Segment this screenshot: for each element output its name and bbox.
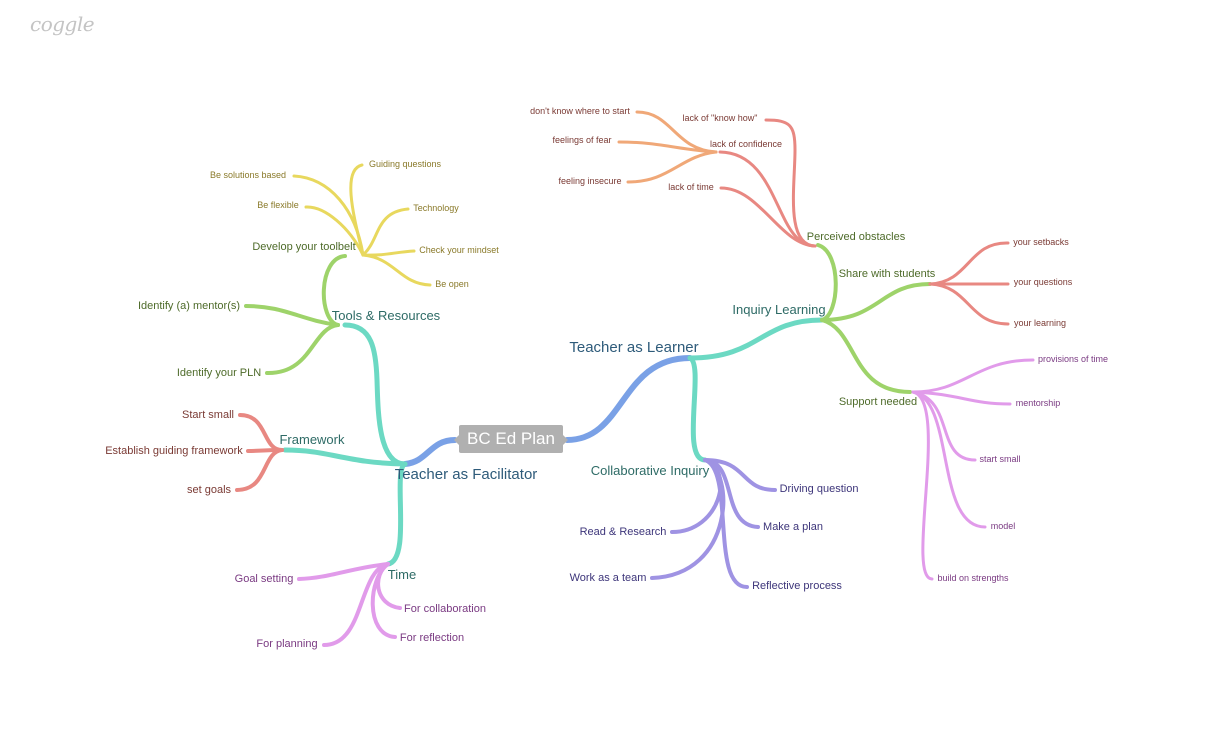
branch-support-provisions (911, 358, 1035, 394)
branch-toolbelt-technology (361, 207, 410, 257)
node-be-open[interactable]: Be open (435, 279, 469, 289)
node-start-small-2[interactable]: start small (979, 454, 1020, 464)
node-teacher-learner[interactable]: Teacher as Learner (569, 339, 698, 356)
branch-obstacles-confidence (718, 150, 817, 248)
node-model[interactable]: model (991, 521, 1016, 531)
branch-support-model (911, 390, 987, 529)
branch-toolbelt-solutions (292, 174, 365, 257)
root-connector-right (563, 435, 568, 445)
node-establish-framework[interactable]: Establish guiding framework (105, 445, 243, 457)
node-collab-inquiry[interactable]: Collaborative Inquiry (591, 463, 710, 478)
node-identify-mentor[interactable]: Identify (a) mentor(s) (138, 300, 240, 312)
branch-framework-start (238, 413, 284, 452)
node-check-mindset[interactable]: Check your mindset (419, 245, 499, 255)
node-your-setbacks[interactable]: your setbacks (1013, 237, 1069, 247)
node-reflective-process[interactable]: Reflective process (752, 580, 842, 592)
node-be-solutions[interactable]: Be solutions based (210, 170, 286, 180)
branch-collab-driving (703, 458, 777, 492)
node-be-flexible[interactable]: Be flexible (257, 200, 299, 210)
node-for-planning[interactable]: For planning (256, 638, 317, 650)
node-for-reflection[interactable]: For reflection (400, 632, 464, 644)
branch-facilitator-tools (342, 322, 408, 467)
branch-share-setbacks (928, 241, 1010, 286)
node-technology[interactable]: Technology (413, 203, 459, 213)
node-tools-resources[interactable]: Tools & Resources (332, 308, 441, 323)
node-lack-confidence[interactable]: lack of confidence (710, 139, 782, 149)
branch-tools-toolbelt (321, 254, 347, 327)
branch-learner-collab (687, 355, 708, 463)
node-work-team[interactable]: Work as a team (570, 572, 647, 584)
branch-time-goalsetting (297, 562, 390, 581)
branch-inquiry-share (820, 282, 932, 322)
node-time[interactable]: Time (388, 567, 416, 582)
node-mentorship[interactable]: mentorship (1016, 398, 1061, 408)
node-build-strengths[interactable]: build on strengths (937, 573, 1009, 583)
branch-time-reflection (370, 562, 397, 639)
branch-support-mentorship (911, 390, 1012, 406)
node-lack-time[interactable]: lack of time (668, 182, 714, 192)
node-driving-question[interactable]: Driving question (780, 483, 859, 495)
branch-tools-pln (265, 323, 340, 376)
branch-facilitator-framework (282, 447, 408, 467)
node-inquiry-learning[interactable]: Inquiry Learning (732, 302, 825, 317)
branch-collab-reflective (703, 458, 749, 589)
root-node[interactable]: BC Ed Plan (459, 425, 563, 453)
branch-inquiry-obstacles (816, 243, 838, 322)
branch-confidence-insecure (626, 150, 718, 184)
branch-obstacles-knowhow (764, 118, 817, 248)
branch-toolbelt-flexible (304, 205, 365, 257)
node-goal-setting[interactable]: Goal setting (235, 573, 294, 585)
branch-toolbelt-open (361, 253, 432, 287)
branch-confidence-fear (617, 140, 718, 154)
node-read-research[interactable]: Read & Research (580, 526, 667, 538)
branch-root-facilitator (402, 437, 458, 467)
branch-framework-goals (235, 448, 284, 492)
branch-root-learner (564, 355, 693, 443)
root-connector-left (454, 435, 459, 445)
node-for-collaboration[interactable]: For collaboration (404, 603, 486, 615)
branch-inquiry-support (820, 318, 912, 394)
node-your-questions[interactable]: your questions (1014, 277, 1073, 287)
branch-obstacles-time (719, 186, 817, 248)
node-develop-toolbelt[interactable]: Develop your toolbelt (252, 241, 355, 253)
node-guiding-questions[interactable]: Guiding questions (369, 159, 442, 169)
node-provisions-time[interactable]: provisions of time (1038, 354, 1108, 364)
node-feeling-insecure[interactable]: feeling insecure (558, 176, 621, 186)
node-share-students[interactable]: Share with students (839, 268, 936, 280)
node-framework[interactable]: Framework (279, 432, 345, 447)
node-lack-know-how[interactable]: lack of "know how" (683, 113, 758, 123)
node-perceived-obstacles[interactable]: Perceived obstacles (807, 231, 906, 243)
node-identify-pln[interactable]: Identify your PLN (177, 367, 261, 379)
branch-support-strengths (911, 390, 934, 581)
branch-tools-mentor (244, 304, 340, 327)
branch-toolbelt-mindset (361, 249, 416, 257)
node-teacher-facilitator[interactable]: Teacher as Facilitator (395, 466, 538, 483)
node-support-needed[interactable]: Support needed (839, 396, 917, 408)
branch-time-planning (322, 562, 390, 647)
node-start-small[interactable]: Start small (182, 409, 234, 421)
coggle-logo: coggle (30, 12, 95, 36)
branch-learner-inquiry (687, 317, 825, 361)
node-dont-know[interactable]: don't know where to start (530, 106, 630, 116)
node-make-plan[interactable]: Make a plan (763, 521, 823, 533)
node-set-goals[interactable]: set goals (187, 484, 232, 496)
node-your-learning[interactable]: your learning (1014, 318, 1066, 328)
branch-facilitator-time (385, 461, 408, 567)
node-feelings-fear[interactable]: feelings of fear (552, 135, 611, 145)
branch-share-learning (928, 282, 1010, 326)
